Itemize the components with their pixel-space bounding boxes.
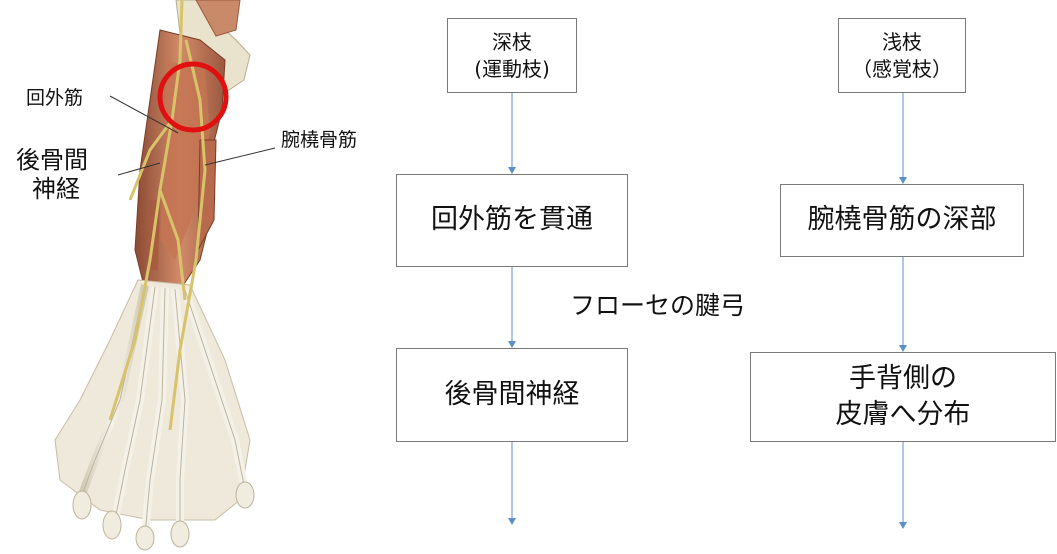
superficial-step-skin: 手背側の 皮膚へ分布 <box>750 352 1056 442</box>
deep-step-pin: 後骨間神経 <box>396 348 628 442</box>
deep-step2-text: 後骨間神経 <box>444 378 580 410</box>
superficial-step2-line2: 皮膚へ分布 <box>835 399 971 430</box>
superficial-branch-header: 浅枝 （感覚枝） <box>838 18 966 93</box>
supinator-label: 回外筋 <box>26 87 84 109</box>
deep-step1-text: 回外筋を貫通 <box>431 204 593 236</box>
arcade-of-frohse-label: フローセの腱弓 <box>570 291 746 320</box>
pin-label-line1: 後骨間 <box>16 146 88 174</box>
superficial-step2-line1: 手背側の <box>849 362 957 394</box>
superficial-step-brachioradialis: 腕橈骨筋の深部 <box>780 184 1024 257</box>
superficial-branch-title: 浅枝 <box>882 29 922 54</box>
hand-tendons <box>54 279 255 551</box>
deep-branch-title: 深枝 <box>492 29 532 54</box>
superficial-branch-subtitle: （感覚枝） <box>852 56 952 81</box>
superficial-step1-text: 腕橈骨筋の深部 <box>807 204 997 236</box>
highlight-circle <box>157 61 229 133</box>
deep-branch-header: 深枝 (運動枝) <box>447 18 577 93</box>
nerve-branches <box>108 0 207 431</box>
deep-step-supinator: 回外筋を貫通 <box>396 174 628 267</box>
pin-label-line2: 神経 <box>32 175 80 203</box>
deep-branch-subtitle: (運動枝) <box>474 56 550 81</box>
flow-arrows <box>508 93 907 529</box>
leader-lines <box>109 95 276 176</box>
brachioradialis-label: 腕橈骨筋 <box>281 129 358 151</box>
